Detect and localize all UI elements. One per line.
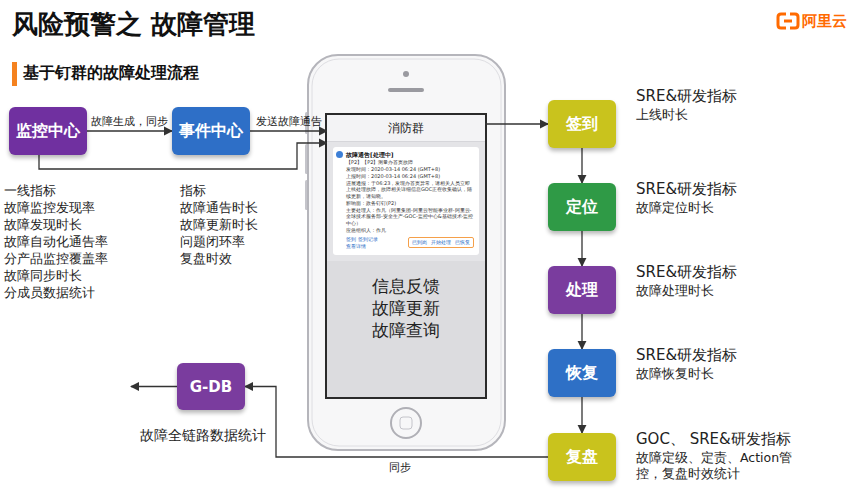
note-label: 故障恢复时长 — [636, 366, 714, 382]
card-line: 【P2】【P2】测量办首页故障 — [346, 159, 474, 166]
notification-card: 故障通告[处理中]【P2】【P2】测量办首页故障发现时间：2020-03-14 … — [333, 147, 479, 255]
avatar-dot — [336, 151, 343, 158]
box-label: 监控中心 — [16, 121, 80, 140]
edge-label: 故障生成，同步 — [90, 115, 169, 128]
box-label: 定位 — [566, 197, 598, 216]
process-box: 监控中心 — [9, 107, 87, 155]
card-line: 上报时间：2020-03-14 06:24 (GMT+8) — [346, 173, 474, 180]
edge-label: 发送故障通告 — [255, 115, 323, 128]
phone-illustration — [305, 55, 505, 450]
flow-connector — [245, 387, 548, 458]
note-label: 分成员数据统计 — [4, 285, 95, 301]
note-label: 故障同步时长 — [4, 268, 82, 284]
box-label: 签到 — [566, 114, 598, 133]
note-label: 故障定级、定责、Action管控，复盘时效统计 — [636, 450, 804, 481]
flow-connector — [581, 231, 582, 266]
note-label: 分产品监控覆盖率 — [4, 251, 108, 267]
card-line: 应急组织人：作凡 — [346, 227, 474, 234]
box-label: G-DB — [190, 378, 232, 396]
output-arrow — [131, 386, 177, 387]
note-label: 故障自动化通告率 — [4, 234, 108, 250]
card-link: 签到 签到记录 — [346, 236, 378, 243]
note-label: SRE&研发指标 — [636, 263, 737, 282]
action-buttons: 已到岗开始处理已恢复 — [408, 237, 474, 248]
note-label: 故障监控发现率 — [4, 200, 95, 216]
card-line: 主要处理人：作凡（阿里集团-阿里云智能事业群-阿里云-全球技术服务部-安全生产-… — [346, 207, 474, 227]
card-link: 查看详情 — [346, 243, 378, 250]
card-line: 进展通报：于06:23，发现办首页异常，请相关人员立即上线处理故障，故障相关详细… — [346, 180, 474, 200]
process-box: G-DB — [177, 363, 245, 410]
note-label: SRE&研发指标 — [636, 346, 737, 365]
subtitle: 基于钉群的故障处理流程 — [23, 63, 199, 83]
note-label: 一线指标 — [4, 183, 56, 199]
card-line: 发现时间：2020-03-14 06:24 (GMT+8) — [346, 166, 474, 173]
note-label: 故障全链路数据统计 — [140, 427, 266, 445]
card-heading: 故障通告[处理中] — [346, 151, 474, 159]
flow-connector — [581, 314, 582, 349]
logo-icon — [778, 14, 798, 28]
flow-connector — [250, 130, 327, 131]
flow-connector — [581, 148, 582, 183]
process-box: 事件中心 — [172, 107, 250, 155]
screen-header: 消防群 — [327, 115, 485, 142]
card-footer: 签到 签到记录查看详情 已到岗开始处理已恢复 — [346, 236, 474, 250]
note-label: 故障处理时长 — [636, 283, 714, 299]
action-button: 开始处理 — [431, 239, 451, 246]
box-label: 复盘 — [566, 447, 598, 466]
card-line: 影响面：政务钉钉(P2) — [346, 200, 474, 207]
flow-connector — [581, 397, 582, 433]
flow-connector — [87, 130, 172, 131]
card-links: 签到 签到记录查看详情 — [346, 236, 378, 250]
subtitle-bar — [12, 62, 17, 86]
note-label: 故障发现时长 — [4, 217, 82, 233]
note-label: GOC、 SRE&研发指标 — [636, 430, 791, 449]
logo-text: 阿里云 — [802, 12, 847, 31]
note-label: 问题闭环率 — [180, 234, 245, 250]
action-button: 已恢复 — [455, 239, 470, 246]
process-box: 处理 — [548, 266, 616, 314]
page-title: 风险预警之 故障管理 — [12, 7, 255, 42]
panel-text: 信息反馈 故障更新 故障查询 — [369, 275, 443, 341]
edge-label: 同步 — [388, 461, 412, 474]
process-box: 恢复 — [548, 349, 616, 397]
action-button: 已到岗 — [412, 239, 427, 246]
box-label: 事件中心 — [179, 121, 243, 140]
note-label: SRE&研发指标 — [636, 180, 737, 199]
note-label: 故障更新时长 — [180, 217, 258, 233]
flow-connector — [485, 123, 548, 124]
box-label: 恢复 — [566, 363, 598, 382]
phone-screen: 消防群故障通告[处理中]【P2】【P2】测量办首页故障发现时间：2020-03-… — [327, 115, 485, 397]
info-panel: 信息反馈 故障更新 故障查询 — [327, 261, 485, 397]
note-label: 故障定位时长 — [636, 200, 714, 216]
process-box: 签到 — [548, 100, 616, 148]
note-label: 复盘时效 — [180, 251, 232, 267]
note-label: 故障通告时长 — [180, 200, 258, 216]
process-box: 复盘 — [548, 433, 616, 481]
note-label: SRE&研发指标 — [636, 87, 737, 106]
note-label: 上线时长 — [636, 107, 688, 123]
note-label: 指标 — [180, 183, 206, 199]
process-box: 定位 — [548, 183, 616, 231]
box-label: 处理 — [566, 280, 598, 299]
